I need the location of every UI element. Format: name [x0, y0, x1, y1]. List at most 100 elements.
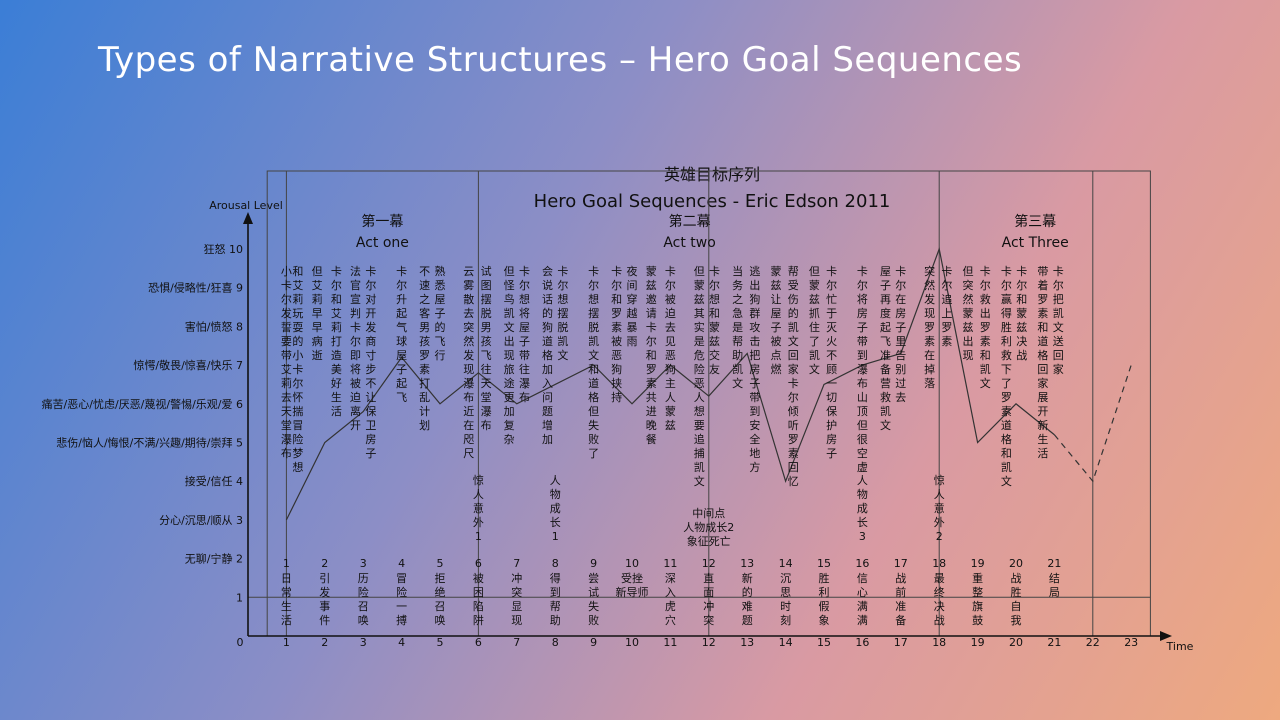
x-tick-label: 18 — [932, 636, 946, 649]
char: 飞 — [435, 335, 446, 348]
char: 罗 — [646, 363, 657, 376]
char: 危 — [694, 349, 705, 362]
char: 试 — [481, 265, 492, 278]
char: 召 — [435, 600, 446, 613]
char: 人 — [665, 391, 676, 404]
act-label-en: Act one — [356, 235, 409, 251]
char: 见 — [665, 335, 676, 348]
char: 尔 — [646, 335, 657, 348]
char: 尔 — [350, 335, 361, 348]
char: 卡 — [826, 265, 837, 278]
char: 卡 — [665, 265, 676, 278]
char: 上 — [941, 307, 952, 320]
char: 追 — [941, 292, 952, 306]
char: 凯 — [788, 321, 799, 334]
y-tick-label: 狂怒 10 — [204, 242, 244, 256]
char: 显 — [511, 600, 522, 613]
char: 文 — [1001, 474, 1012, 488]
char: 灭 — [826, 321, 837, 334]
act-label-en: Act Three — [1002, 235, 1069, 251]
char: 素 — [646, 377, 657, 390]
char: 尔 — [365, 279, 376, 292]
stage-number: 1 — [283, 557, 290, 570]
act-label-en: Act two — [663, 235, 715, 251]
char: 事 — [319, 600, 330, 613]
char: 格 — [1001, 432, 1012, 446]
char: 常 — [281, 586, 292, 599]
char: 卡 — [281, 279, 292, 292]
char: 备 — [895, 613, 906, 627]
char: 准 — [880, 349, 891, 362]
char: 屋 — [396, 349, 407, 362]
char: 人 — [550, 474, 561, 487]
char: 进 — [646, 405, 657, 418]
char: 文 — [504, 320, 515, 334]
char: 美 — [331, 363, 342, 376]
char: 信 — [857, 572, 868, 585]
char: 天 — [481, 377, 492, 390]
char: 兹 — [709, 335, 720, 348]
char: 素 — [924, 335, 935, 348]
char: 阱 — [473, 613, 484, 627]
char: 被 — [665, 293, 676, 306]
char: 胜 — [1011, 585, 1022, 599]
char: 帮 — [788, 265, 799, 278]
char: 卡 — [857, 265, 868, 278]
char: 一 — [826, 377, 837, 390]
char: 早 — [312, 307, 323, 320]
char: 想 — [709, 292, 720, 306]
char: 听 — [788, 419, 799, 432]
x-tick-label: 5 — [437, 636, 444, 649]
char: 熟 — [435, 264, 446, 278]
char: 卡 — [1001, 265, 1012, 278]
note-line: 象征死亡 — [687, 534, 731, 548]
char: 病 — [312, 334, 323, 348]
char: 地 — [749, 447, 760, 460]
char: 败 — [588, 613, 599, 627]
char: 入 — [665, 586, 676, 599]
char: 房 — [895, 307, 906, 320]
char: 绝 — [435, 585, 446, 599]
char: 倾 — [788, 405, 799, 418]
x-tick-label: 8 — [552, 636, 559, 649]
char: 被 — [350, 377, 361, 390]
char: 飞 — [880, 335, 891, 348]
char: 子 — [435, 307, 446, 320]
char: 重 — [972, 571, 983, 585]
char: 布 — [281, 447, 292, 460]
char: 图 — [481, 279, 492, 292]
char: 尺 — [463, 447, 474, 460]
char: 在 — [463, 419, 474, 432]
char: 到 — [550, 586, 561, 599]
char: 瀑 — [857, 363, 868, 376]
char: 想 — [557, 292, 568, 306]
char: 屋 — [519, 321, 530, 334]
char: 惊 — [473, 473, 484, 487]
stage-number: 5 — [437, 557, 444, 570]
char: 要 — [694, 419, 705, 432]
char: 冲 — [703, 599, 714, 613]
char: 造 — [331, 348, 342, 362]
char: 狗 — [542, 321, 553, 334]
char: 蒙 — [1016, 307, 1027, 320]
char: 卡 — [350, 321, 361, 334]
char: 好 — [331, 376, 342, 390]
char: 客 — [419, 306, 430, 320]
char: 胜 — [1001, 320, 1012, 334]
char: 的 — [788, 306, 799, 320]
char: 蒙 — [963, 307, 974, 320]
char: 冒 — [396, 572, 407, 585]
char: 战 — [1011, 572, 1022, 585]
char: 商 — [365, 334, 376, 348]
char: 小 — [281, 265, 292, 278]
act-label-zh: 第一幕 — [361, 213, 403, 230]
x-tick-label: 13 — [740, 636, 754, 649]
